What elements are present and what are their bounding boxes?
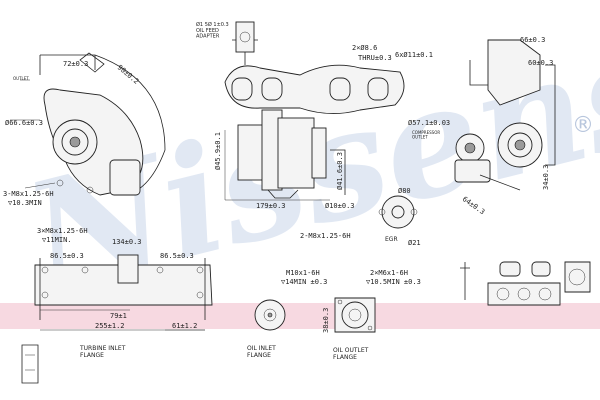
dim-255: 255±1.2 — [95, 322, 125, 330]
dim-90: 90±0.2 — [116, 63, 141, 85]
turbine-flange-plan-view — [34, 254, 213, 331]
dim-86-5-left: 86.5±0.3 — [50, 252, 84, 260]
dim-38: 38±0.3 — [322, 308, 330, 333]
dim-72: 72±0.3 — [63, 60, 88, 68]
dim-14min: ▽14MIN ±0.3 — [281, 278, 327, 286]
dim-d41-6: Ø41.6±0.3 — [336, 152, 344, 190]
dim-11min: ▽11MIN. — [42, 236, 72, 244]
dim-m10: M10x1-6H — [286, 269, 320, 277]
dim-10-5min: ▽10.5MIN ±0.3 — [366, 278, 421, 286]
gasket-kit-parts — [460, 261, 591, 306]
dim-d80: Ø80 — [398, 187, 411, 195]
svg-text:OUTLET: OUTLET — [13, 76, 29, 81]
turbine-inlet-flange-detail — [21, 344, 39, 384]
dim-d10: Ø10±0.3 — [325, 202, 355, 210]
dim-3xm8: 3×M8x1.25-6H — [37, 227, 88, 235]
dim-179: 179±0.3 — [256, 202, 286, 210]
dim-3m8: 3-M8x1.25-6H — [3, 190, 54, 198]
dim-34: 34±0.3 — [542, 165, 550, 190]
dim-10-3min: ▽10.3MIN — [8, 199, 42, 207]
dim-60: 60±0.3 — [528, 59, 553, 67]
dim-d21: Ø21 — [408, 239, 421, 247]
highlight-band — [0, 303, 600, 329]
exhaust-manifold-top-view — [224, 21, 405, 114]
egr-label: EGR — [385, 236, 398, 243]
dim-61: 61±1.2 — [172, 322, 197, 330]
oil-outlet-flange — [334, 297, 376, 333]
dim-d66: Ø66.6±0.3 — [5, 119, 43, 127]
dim-2xd8-6: 2×Ø8.6 — [352, 44, 377, 52]
dim-79: 79±1 — [110, 312, 127, 320]
dim-thru: THRU±0.3 — [358, 54, 392, 62]
dim-66: 66±0.3 — [520, 36, 545, 44]
egr-valve-detail — [378, 195, 418, 229]
turbo-side-view — [224, 109, 346, 201]
turbo-front-view: OUTLET — [10, 52, 166, 196]
dim-6xd11: 6xØ11±0.1 — [395, 51, 433, 59]
dim-134: 134±0.3 — [112, 238, 142, 246]
dim-2m8: 2-M8x1.25-6H — [300, 232, 351, 240]
dim-d45-9: Ø45.9±0.1 — [214, 132, 222, 170]
dim-d57-1: Ø57.1±0.03 — [408, 119, 450, 127]
turbo-rear-view — [454, 39, 556, 191]
dim-86-5-right: 86.5±0.3 — [160, 252, 194, 260]
watermark-registered-mark: ® — [572, 113, 594, 138]
dim-2xm6: 2×M6x1-6H — [370, 269, 408, 277]
oil-inlet-flange — [254, 299, 286, 331]
